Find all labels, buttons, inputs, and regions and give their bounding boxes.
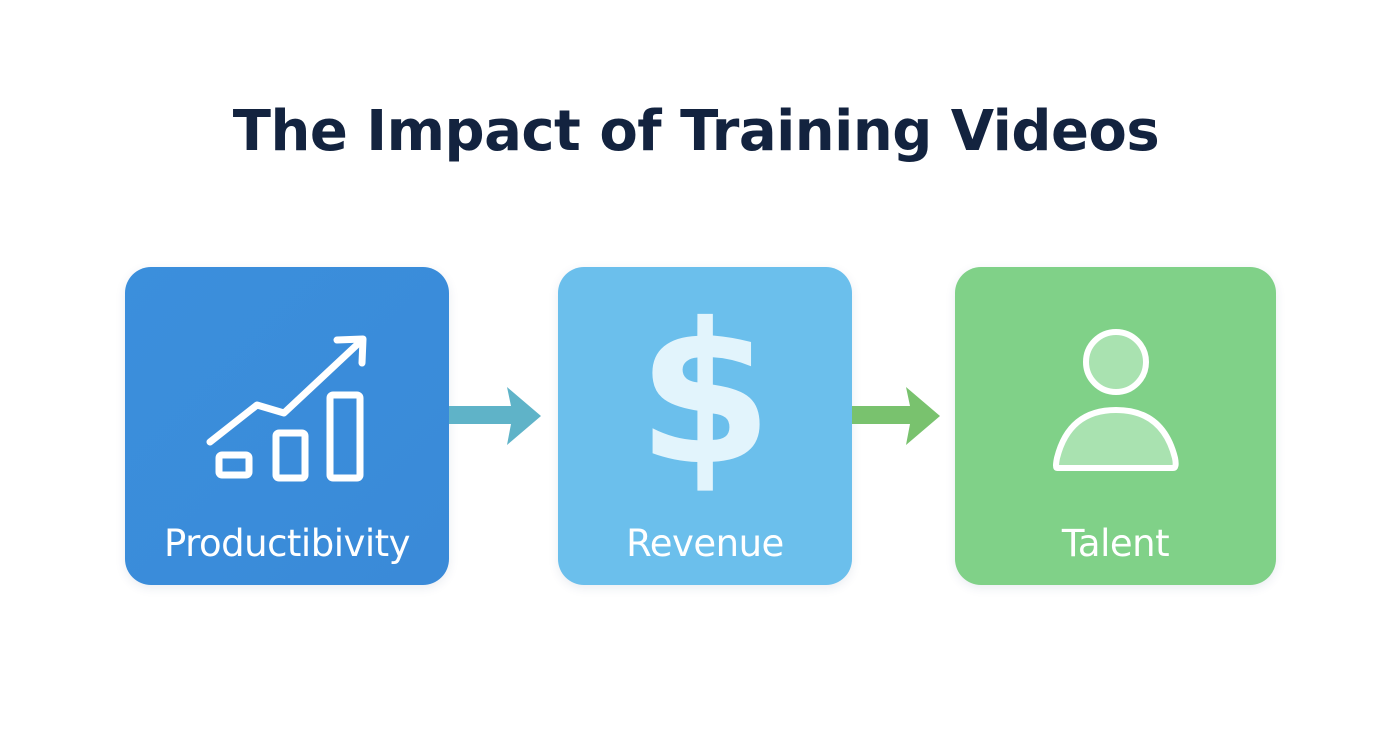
step-label-revenue: Revenue (626, 522, 784, 565)
arrow-right-icon (852, 387, 940, 445)
step-label-talent: Talent (1061, 522, 1170, 565)
step-card-productivity: Productibivity (125, 267, 449, 585)
step-card-talent: Talent (955, 267, 1276, 585)
dollar-icon: $ (637, 281, 773, 507)
svg-text:$: $ (637, 281, 773, 507)
arrow-right-icon (449, 387, 541, 445)
step-card-revenue: $ Revenue (558, 267, 852, 585)
page-title: The Impact of Training Videos (232, 99, 1160, 164)
person-icon (1053, 329, 1179, 471)
step-label-productivity: Productibivity (163, 522, 411, 565)
growth-chart-icon (206, 335, 367, 482)
